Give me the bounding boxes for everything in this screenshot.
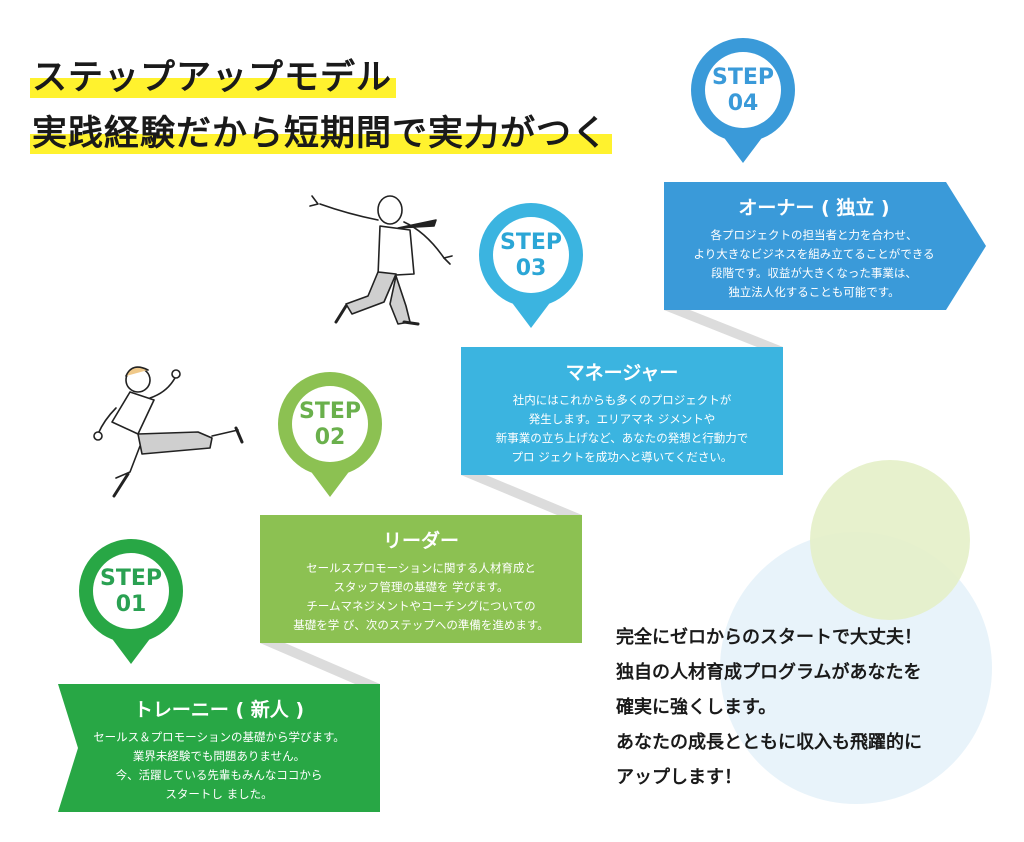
step4-pin-number: 04	[727, 91, 759, 116]
message-line: 完全にゼロからのスタートで大丈夫！	[616, 627, 922, 648]
step1-line: スタートし ました。	[165, 787, 273, 801]
step4-box: オーナー ( 独立 ) 各プロジェクトの担当者と力を合わせ、 より大きなビジネス…	[664, 182, 964, 310]
step2-line: チームマネジメントやコーチングについての	[306, 599, 536, 613]
step1-pin	[79, 539, 183, 664]
light-green-circle	[810, 460, 970, 620]
step2-line: 基礎を学 び、次のステップへの準備を進めます。	[293, 618, 549, 632]
step4-line: より大きなビジネスを組み立てることができる	[693, 247, 935, 261]
message-line: 独自の人材育成プログラムがあなたを	[616, 662, 922, 683]
step1-line: 今、活躍している先輩もみんなココから	[115, 768, 323, 782]
step2-line: セールスプロモーションに関する人材育成と	[306, 561, 536, 575]
step4-pin-step-text: STEP	[711, 65, 774, 90]
step4-ribbon	[664, 182, 986, 310]
step2-pin-label: STEP 02	[282, 399, 378, 451]
step3-description: 社内にはこれからも多くのプロジェクトが 発生します。エリアマネ ジメントや 新事…	[461, 391, 783, 467]
step3-pin	[479, 203, 583, 328]
step1-description: セールス＆プロモーションの基礎から学びます。 業界未経験でも問題ありません。 今…	[58, 728, 380, 804]
message-line: 確実に強くします。	[616, 697, 777, 718]
stair-shadow-1	[260, 643, 380, 684]
step4-line: 各プロジェクトの担当者と力を合わせ、	[710, 228, 918, 242]
step3-title: マネージャー	[565, 362, 679, 384]
step1-pin-label: STEP 01	[83, 566, 179, 618]
step3-ribbon	[461, 347, 783, 475]
step1-line: 業界未経験でも問題ありません。	[132, 749, 306, 763]
message-line: あなたの成長とともに収入も飛躍的に	[616, 732, 922, 753]
page-title: ステップアップモデル	[30, 56, 397, 100]
step1-pin-step-text: STEP	[99, 566, 162, 591]
step3-line: プロ ジェクトを成功へと導いてください。	[511, 450, 733, 464]
step2-pin-number: 02	[314, 425, 346, 450]
message-line: アップします！	[616, 767, 742, 788]
step2-pin-step-text: STEP	[298, 399, 361, 424]
step1-ribbon	[58, 684, 380, 812]
page-subtitle: 実践経験だから短期間で実力がつく	[30, 112, 613, 156]
stair-shadow-3	[664, 310, 783, 347]
step3-pin-label: STEP 03	[483, 230, 579, 282]
step2-pin	[278, 372, 382, 497]
step1-pin-number: 01	[115, 592, 147, 617]
subtitle-highlight	[30, 134, 613, 154]
step2-description: セールスプロモーションに関する人材育成と スタッフ管理の基礎を 学びます。 チー…	[260, 559, 582, 635]
step3-line: 発生します。エリアマネ ジメントや	[528, 412, 716, 426]
step1-box: トレーニー ( 新人 ) セールス＆プロモーションの基礎から学びます。 業界未経…	[58, 684, 380, 812]
step1-line: セールス＆プロモーションの基礎から学びます。	[93, 730, 345, 744]
step2-box: リーダー セールスプロモーションに関する人材育成と スタッフ管理の基礎を 学びま…	[260, 515, 582, 643]
step3-pin-step-text: STEP	[499, 230, 562, 255]
step4-line: 段階です。収益が大きくなった事業は、	[711, 266, 917, 280]
step3-box: マネージャー 社内にはこれからも多くのプロジェクトが 発生します。エリアマネ ジ…	[461, 347, 783, 475]
stair-shadow-2	[461, 475, 582, 515]
step2-ribbon	[260, 515, 582, 643]
step3-line: 新事業の立ち上げなど、あなたの発想と行動力で	[495, 431, 749, 445]
step3-pin-number: 03	[515, 256, 547, 281]
step2-title: リーダー	[382, 530, 459, 552]
step1-title: トレーニー ( 新人 )	[133, 699, 305, 721]
title-highlight	[30, 78, 397, 98]
step4-pin-label: STEP 04	[695, 65, 791, 117]
step2-line: スタッフ管理の基礎を 学びます。	[333, 580, 509, 594]
step4-description: 各プロジェクトの担当者と力を合わせ、 より大きなビジネスを組み立てることができる…	[664, 226, 964, 302]
step4-line: 独立法人化することも可能です。	[728, 285, 900, 299]
closing-message: 完全にゼロからのスタートで大丈夫！ 独自の人材育成プログラムがあなたを 確実に強…	[616, 620, 922, 795]
step3-line: 社内にはこれからも多くのプロジェクトが	[512, 393, 732, 407]
step4-pin	[691, 38, 795, 163]
step4-title: オーナー ( 独立 )	[738, 197, 890, 219]
